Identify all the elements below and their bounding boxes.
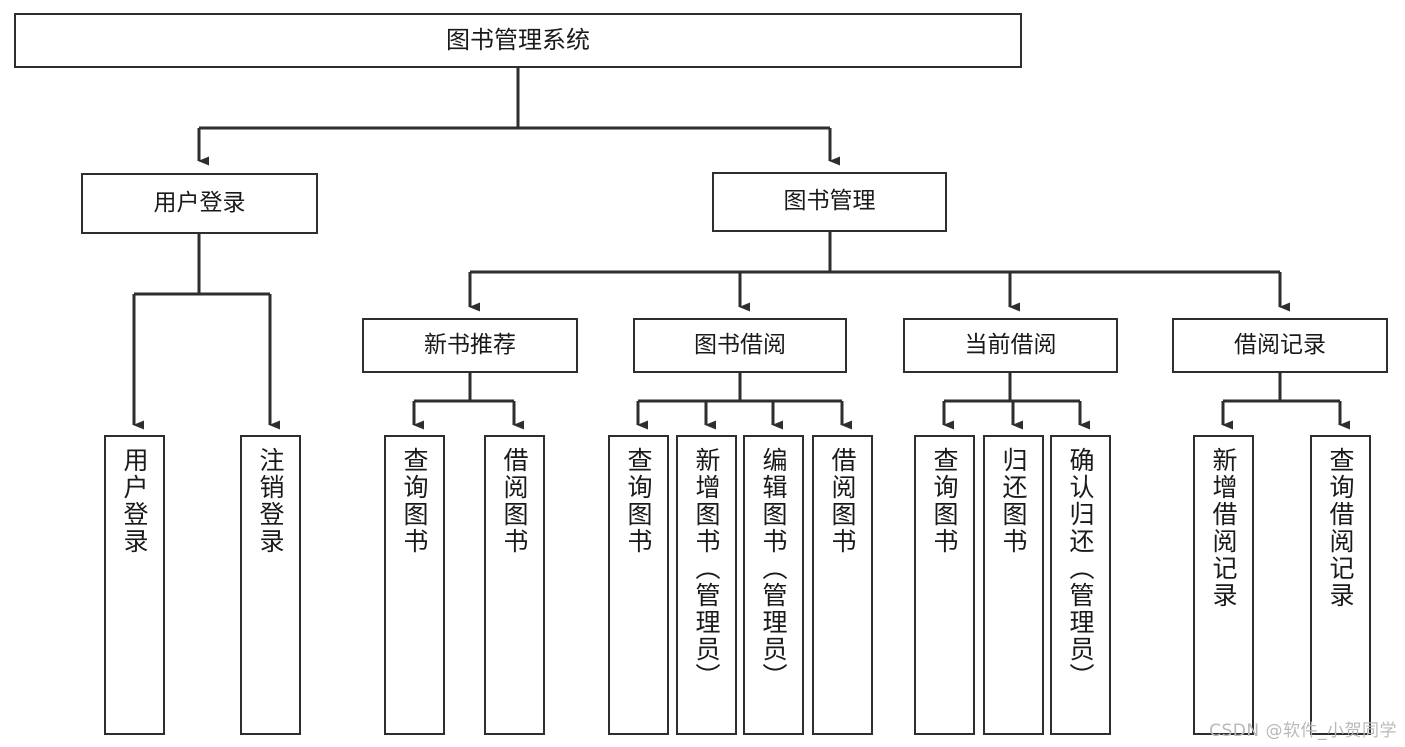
leaf-borrow-record-query-label: 查询借阅记录 bbox=[1326, 447, 1355, 609]
node-book-management[interactable]: 图书管理 bbox=[712, 172, 947, 232]
leaf-book-borrow-add[interactable]: 新增图书（管理员） bbox=[676, 435, 737, 735]
node-new-book-recommend[interactable]: 新书推荐 bbox=[362, 318, 578, 373]
node-book-borrow-label: 图书借阅 bbox=[694, 331, 786, 358]
node-book-management-label: 图书管理 bbox=[783, 188, 876, 215]
leaf-new-book-borrow[interactable]: 借阅图书 bbox=[484, 435, 545, 735]
node-root-system[interactable]: 图书管理系统 bbox=[14, 13, 1022, 68]
node-current-borrow[interactable]: 当前借阅 bbox=[903, 318, 1118, 373]
leaf-current-borrow-return[interactable]: 归还图书 bbox=[983, 435, 1044, 735]
leaf-current-borrow-query[interactable]: 查询图书 bbox=[914, 435, 975, 735]
leaf-book-borrow-edit[interactable]: 编辑图书（管理员） bbox=[743, 435, 804, 735]
node-root-system-label: 图书管理系统 bbox=[446, 26, 590, 55]
leaf-book-borrow-query-label: 查询图书 bbox=[624, 447, 653, 555]
node-user-login[interactable]: 用户登录 bbox=[81, 173, 318, 234]
leaf-borrow-record-add-label: 新增借阅记录 bbox=[1209, 447, 1238, 609]
node-current-borrow-label: 当前借阅 bbox=[964, 331, 1057, 358]
node-book-borrow[interactable]: 图书借阅 bbox=[633, 318, 847, 373]
leaf-book-borrow-lend[interactable]: 借阅图书 bbox=[812, 435, 873, 735]
leaf-new-book-borrow-label: 借阅图书 bbox=[500, 447, 529, 555]
node-user-login-label: 用户登录 bbox=[153, 189, 246, 216]
leaf-borrow-record-query[interactable]: 查询借阅记录 bbox=[1310, 435, 1371, 735]
leaf-user-login-logout-label: 注销登录 bbox=[256, 447, 285, 555]
leaf-book-borrow-lend-label: 借阅图书 bbox=[828, 447, 857, 555]
leaf-current-borrow-confirm-label: 确认归还（管理员） bbox=[1066, 447, 1095, 690]
leaf-book-borrow-edit-label: 编辑图书（管理员） bbox=[759, 447, 788, 690]
leaf-current-borrow-return-label: 归还图书 bbox=[999, 447, 1028, 555]
leaf-book-borrow-query[interactable]: 查询图书 bbox=[608, 435, 669, 735]
node-new-book-recommend-label: 新书推荐 bbox=[424, 331, 516, 358]
leaf-new-book-query-label: 查询图书 bbox=[400, 447, 429, 555]
leaf-current-borrow-confirm[interactable]: 确认归还（管理员） bbox=[1050, 435, 1111, 735]
node-borrow-record[interactable]: 借阅记录 bbox=[1172, 318, 1388, 373]
leaf-book-borrow-add-label: 新增图书（管理员） bbox=[692, 447, 721, 690]
leaf-user-login-signin[interactable]: 用户登录 bbox=[104, 435, 165, 735]
leaf-current-borrow-query-label: 查询图书 bbox=[930, 447, 959, 555]
csdn-watermark: CSDN @软件_小贺同学 bbox=[1209, 721, 1397, 741]
leaf-user-login-logout[interactable]: 注销登录 bbox=[240, 435, 301, 735]
node-borrow-record-label: 借阅记录 bbox=[1234, 331, 1326, 358]
leaf-borrow-record-add[interactable]: 新增借阅记录 bbox=[1193, 435, 1254, 735]
leaf-new-book-query[interactable]: 查询图书 bbox=[384, 435, 445, 735]
leaf-user-login-signin-label: 用户登录 bbox=[120, 447, 149, 555]
